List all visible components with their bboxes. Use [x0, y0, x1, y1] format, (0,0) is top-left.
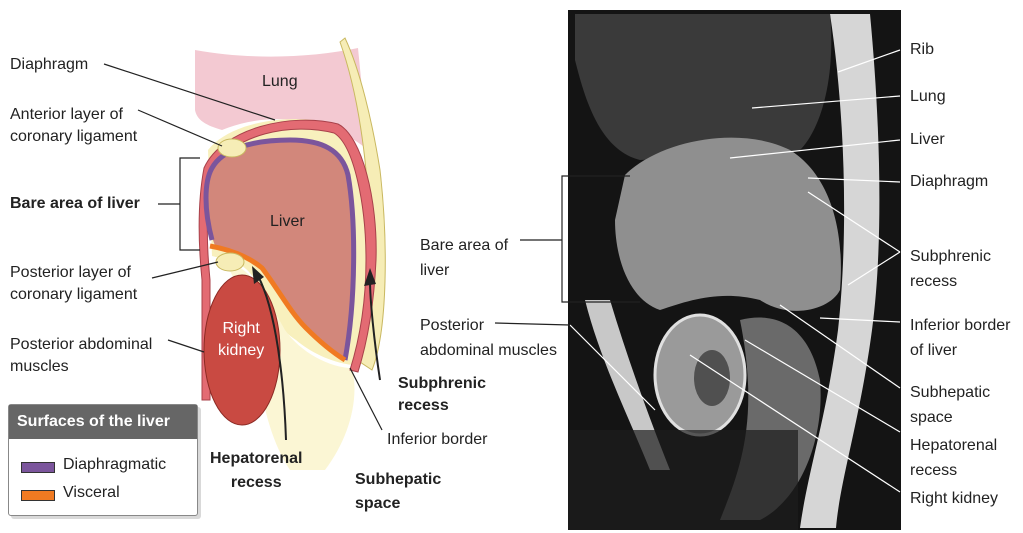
- legend-swatch-diaphragmatic: [21, 462, 55, 473]
- label-posterior-abdominal-muscles: Posterior abdominal muscles: [10, 334, 152, 378]
- label-hepatorenal-recess: Hepatorenal recess: [210, 447, 302, 495]
- mri-label-subhepatic-space: Subhepatic space: [910, 380, 990, 430]
- mri-upper-region: [575, 14, 831, 160]
- mri-label-lung: Lung: [910, 87, 946, 107]
- legend-title: Surfaces of the liver: [9, 405, 197, 439]
- mri-label-hepatorenal-recess: Hepatorenal recess: [910, 433, 997, 483]
- mri-lower-dark: [568, 430, 798, 530]
- label-diaphragm: Diaphragm: [10, 55, 88, 75]
- label-anterior-coronary-ligament: Anterior layer of coronary ligament: [10, 104, 137, 148]
- label-lung: Lung: [262, 72, 298, 92]
- legend-label-diaphragmatic: Diaphragmatic: [63, 455, 166, 475]
- mri-label-right-kidney: Right kidney: [910, 489, 998, 509]
- mri-label-subphrenic-recess: Subphrenic recess: [910, 244, 991, 294]
- label-subphrenic-recess: Subphrenic recess: [398, 373, 486, 417]
- mri-label-diaphragm: Diaphragm: [910, 172, 988, 192]
- mri-label-inferior-border: Inferior border of liver: [910, 313, 1011, 363]
- legend-surfaces: Surfaces of the liver Diaphragmatic Visc…: [8, 404, 198, 516]
- label-liver: Liver: [270, 212, 305, 232]
- label-inferior-border: Inferior border: [387, 430, 488, 450]
- label-posterior-coronary-ligament: Posterior layer of coronary ligament: [10, 262, 137, 306]
- mri-label-liver: Liver: [910, 130, 945, 150]
- mri-label-posterior-muscles: Posterior abdominal muscles: [420, 313, 557, 363]
- label-bare-area-of-liver: Bare area of liver: [10, 194, 140, 214]
- label-right-kidney: Right kidney: [218, 318, 264, 362]
- label-subhepatic-space: Subhepatic space: [355, 468, 441, 516]
- legend-swatch-visceral: [21, 490, 55, 501]
- legend-label-visceral: Visceral: [63, 483, 120, 503]
- mri-label-rib: Rib: [910, 40, 934, 60]
- mri-label-bare-area: Bare area of liver: [420, 233, 508, 283]
